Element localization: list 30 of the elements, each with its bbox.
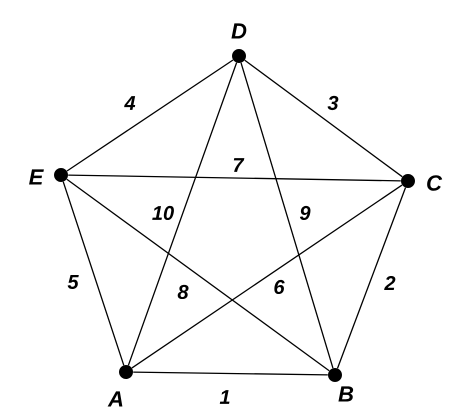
edge-line [240, 62, 334, 368]
vertex-dot [328, 368, 342, 382]
vertex-label: D [231, 23, 246, 39]
edge-line [336, 188, 406, 368]
edge-label: 8 [178, 284, 189, 300]
edge-label: 5 [68, 275, 79, 289]
vertex-label: E [29, 169, 44, 185]
edge-label: 3 [328, 96, 338, 110]
edge-label: 4 [124, 96, 136, 110]
edge-line [244, 60, 403, 178]
edge-label: 7 [234, 158, 244, 172]
edge-label: 6 [274, 280, 285, 294]
edge-line [66, 178, 330, 372]
edge-label: 1 [220, 390, 230, 404]
vertex-dot [401, 174, 415, 188]
edge-line [128, 62, 238, 366]
vertex-label: A [108, 391, 122, 407]
vertex-label: B [338, 386, 354, 402]
edge-line [132, 184, 402, 368]
edge-line [68, 174, 401, 182]
edge-label: 2 [384, 276, 396, 290]
edge-line [133, 371, 328, 376]
edge-label: 10 [152, 206, 174, 220]
vertex-label: C [427, 175, 442, 191]
edge-line [66, 59, 234, 172]
vertex-dot [232, 49, 246, 63]
edge-label: 9 [300, 206, 310, 220]
vertex-dot [119, 365, 133, 379]
vertex-dot [54, 168, 68, 182]
edge-line [62, 182, 124, 366]
